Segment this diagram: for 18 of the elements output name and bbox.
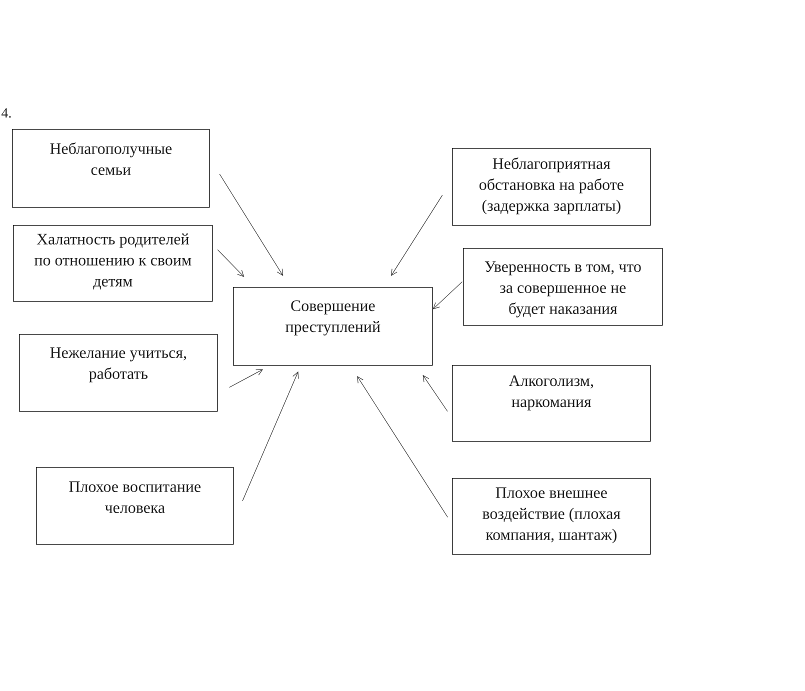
text-box: Нежелание учиться, работать	[19, 334, 218, 412]
arrow	[242, 371, 299, 502]
text-box: Плохое внешнее воздействие (плохая компания, шантаж)	[452, 478, 651, 555]
text-box: Алкоголизм, наркомания	[452, 365, 651, 442]
text-box: Неблагоприятная обстановка на работе (задержка зарплаты)	[452, 148, 651, 226]
text-box: Неблагополучные семьи	[12, 129, 210, 208]
arrow	[432, 281, 463, 310]
item-number: 4.	[1, 108, 11, 118]
text-box: Плохое воспитание человека	[36, 467, 234, 545]
arrow	[357, 376, 448, 518]
arrow	[422, 374, 448, 412]
arrow	[217, 249, 244, 277]
arrow	[390, 194, 443, 276]
text-box: Халатность родителей по отношению к своим детям	[13, 225, 213, 302]
text-box: Совершение преступлений	[233, 287, 433, 366]
text-box: Уверенность в том, что за совершенное не будет наказания	[463, 248, 663, 326]
arrow	[229, 369, 264, 388]
arrow	[219, 174, 284, 276]
